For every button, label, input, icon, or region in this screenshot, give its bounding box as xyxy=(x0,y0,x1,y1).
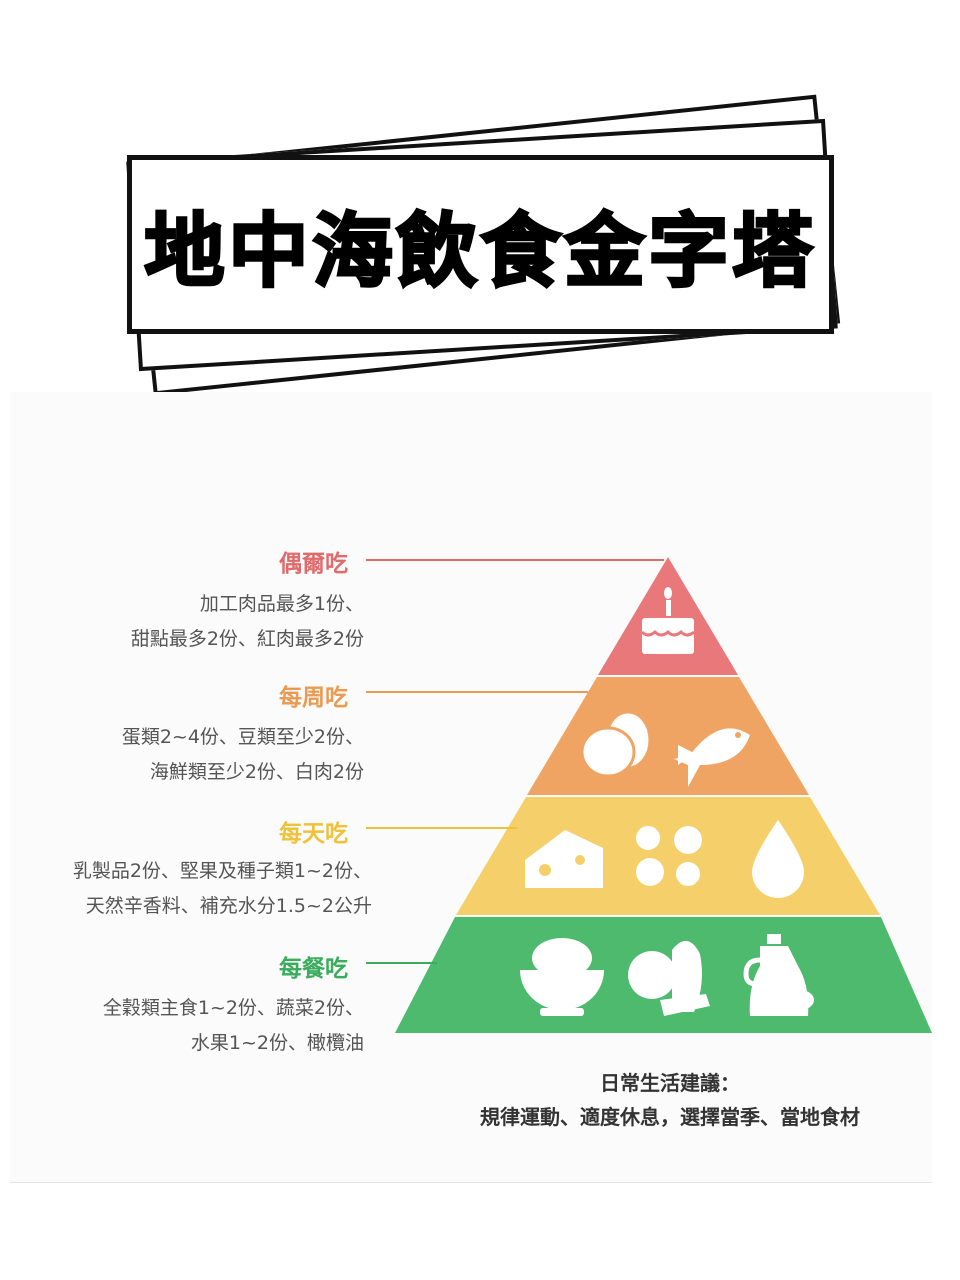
title-banner: 地中海飲食金字塔 xyxy=(127,155,834,334)
pyramid-tier-weekly xyxy=(527,677,809,795)
fish-icon xyxy=(674,728,750,787)
pyramid-tier-daily xyxy=(456,797,880,915)
water-drop-icon xyxy=(752,820,804,898)
fruit-vegetable-icon xyxy=(628,940,710,1016)
tier-label-every-meal: 每餐吃 xyxy=(279,956,348,982)
desc-line: 加工肉品最多1份、 xyxy=(199,593,364,615)
olive-oil-icon xyxy=(743,934,814,1016)
rice-bowl-icon xyxy=(520,938,604,1016)
cake-icon xyxy=(640,587,695,654)
desc-line: 蛋類2~4份、豆類至少2份、 xyxy=(121,726,364,748)
tier-desc-weekly: 蛋類2~4份、豆類至少2份、 海鮮類至少2份、白肉2份 xyxy=(122,720,364,790)
tier-label-occasional: 偶爾吃 xyxy=(279,551,348,577)
advice-heading: 日常生活建議： xyxy=(600,1071,740,1095)
tier-label-weekly: 每周吃 xyxy=(279,685,348,711)
desc-line: 水果1~2份、橄欖油 xyxy=(190,1032,364,1054)
page-title: 地中海飲食金字塔 xyxy=(143,203,817,299)
desc-line: 天然辛香料、補充水分1.5~2公升 xyxy=(85,895,372,917)
desc-line: 乳製品2份、堅果及種子類1~2份、 xyxy=(72,860,372,882)
tier-desc-occasional: 加工肉品最多1份、 甜點最多2份、紅肉最多2份 xyxy=(131,587,364,657)
desc-line: 甜點最多2份、紅肉最多2份 xyxy=(130,628,364,650)
tier-desc-daily: 乳製品2份、堅果及種子類1~2份、 天然辛香料、補充水分1.5~2公升 xyxy=(73,854,372,924)
nuts-icon xyxy=(636,826,702,886)
tier-label-daily: 每天吃 xyxy=(279,821,348,847)
cheese-icon xyxy=(525,830,603,888)
desc-line: 全穀類主食1~2份、蔬菜2份、 xyxy=(102,997,364,1019)
advice-text: 規律運動、適度休息，選擇當季、當地食材 xyxy=(480,1105,860,1129)
desc-line: 海鮮類至少2份、白肉2份 xyxy=(149,761,364,783)
lifestyle-advice: 日常生活建議： 規律運動、適度休息，選擇當季、當地食材 xyxy=(420,1066,920,1134)
tier-desc-every-meal: 全穀類主食1~2份、蔬菜2份、 水果1~2份、橄欖油 xyxy=(103,991,364,1061)
eggs-icon xyxy=(580,710,652,778)
